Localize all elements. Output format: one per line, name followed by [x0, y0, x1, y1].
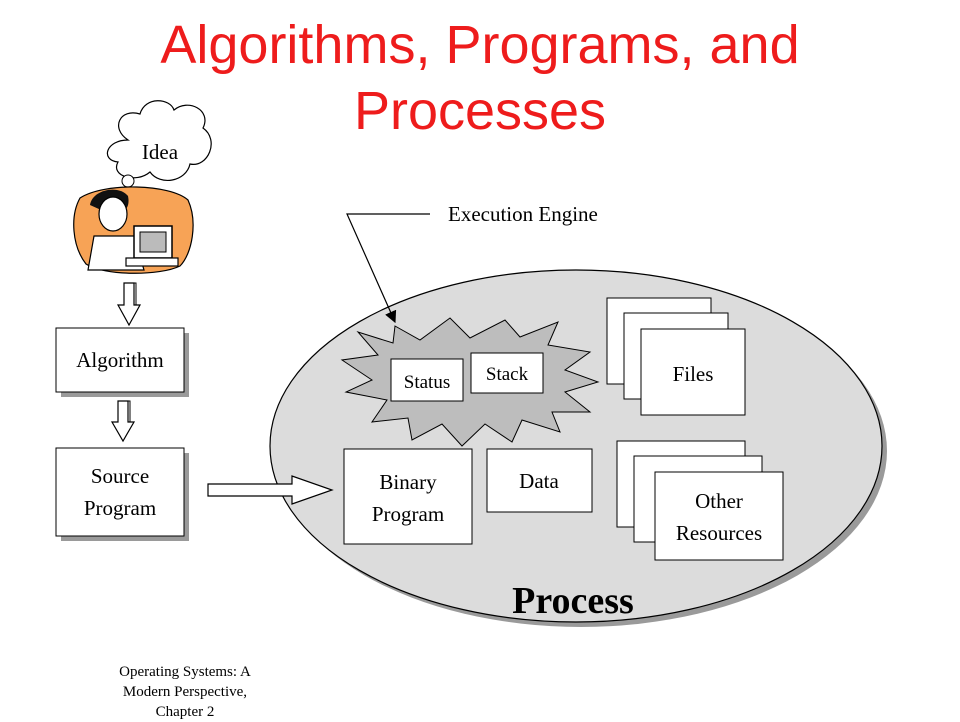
stack-label: Stack — [486, 364, 529, 385]
idea-label: Idea — [142, 140, 179, 164]
algorithm-box: Algorithm — [55, 327, 189, 397]
title-line-1: Algorithms, Programs, and — [160, 15, 800, 75]
execution-engine-callout: Execution Engine — [346, 202, 598, 324]
execution-engine-label: Execution Engine — [448, 202, 598, 226]
idea-thought-cloud: Idea — [106, 100, 212, 197]
footer-line-2: Modern Perspective, — [122, 684, 248, 700]
right-arrow-to-binary — [207, 475, 334, 505]
source-program-label-1: Source — [91, 464, 149, 488]
source-program-box: Source Program — [55, 447, 189, 541]
algorithm-label: Algorithm — [76, 348, 164, 372]
down-arrow-1 — [116, 282, 142, 327]
process-label: Process — [512, 580, 634, 622]
files-label: Files — [673, 362, 714, 386]
footer-citation: Operating Systems: A Modern Perspective,… — [70, 662, 300, 722]
footer-line-1: Operating Systems: A — [119, 664, 251, 680]
execution-engine-burst — [340, 317, 600, 447]
person-at-computer-illustration — [73, 186, 194, 274]
data-box: Data — [486, 448, 593, 513]
files-stack: Files — [606, 297, 746, 416]
down-arrow-2 — [110, 400, 136, 443]
data-label: Data — [519, 469, 559, 493]
slide-title: Algorithms, Programs, and Processes — [0, 12, 960, 144]
binary-program-box: Binary Program — [343, 448, 473, 545]
footer-line-3: Chapter 2 — [155, 704, 215, 720]
binary-program-label-2: Program — [372, 502, 444, 526]
source-program-label-2: Program — [84, 496, 156, 520]
other-resources-stack: Other Resources — [616, 440, 784, 561]
status-label: Status — [404, 372, 450, 393]
title-line-2: Processes — [353, 81, 607, 141]
stack-box: Stack — [470, 352, 544, 394]
status-box: Status — [390, 358, 464, 402]
other-resources-label-1: Other — [695, 489, 743, 513]
binary-program-label-1: Binary — [379, 470, 437, 494]
other-resources-label-2: Resources — [676, 521, 762, 545]
